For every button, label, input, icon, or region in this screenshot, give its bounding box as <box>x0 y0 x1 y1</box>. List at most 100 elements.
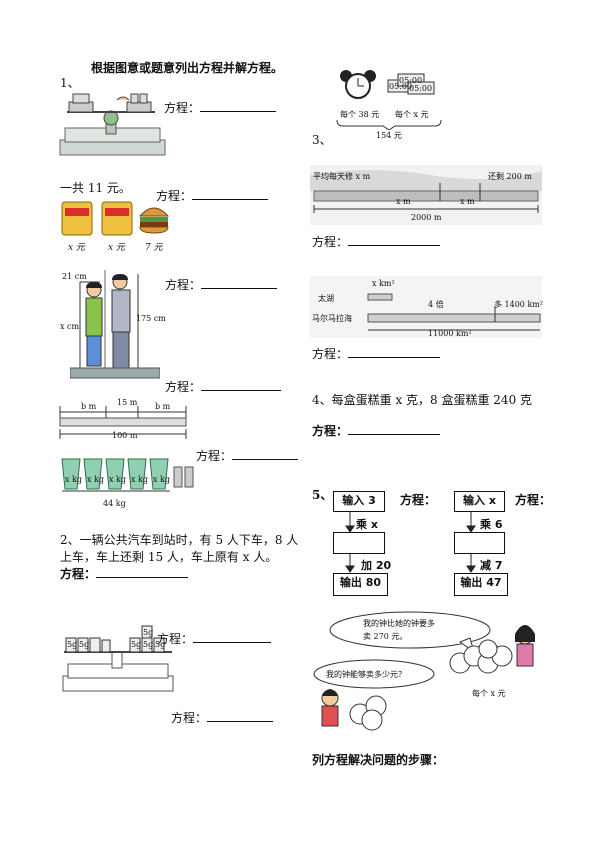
clock-price-label: 每个 x 元 <box>472 689 506 698</box>
flow-right-op1: 乘 6 <box>480 518 503 531</box>
clock-caption-2: 每个 x 元 <box>395 110 429 119</box>
q1d-answer-blank[interactable] <box>201 390 282 391</box>
q2b-equation: 方程： <box>157 630 272 647</box>
girl-speech-line1: 我的钟比她的钟要多 <box>363 619 435 628</box>
q1-number: 1、 <box>60 76 80 90</box>
weight-label-4: 5g <box>143 640 154 649</box>
snack-price-1: x 元 <box>68 243 85 253</box>
equation-label: 方程： <box>171 711 208 725</box>
flow-left-blank-box[interactable] <box>333 532 385 554</box>
weight-label-2: 5g <box>79 640 90 649</box>
q5-equation-left: 方程： <box>400 493 437 507</box>
times-label: 4 倍 <box>428 300 444 309</box>
balance-scale-illustration <box>59 93 166 156</box>
bucket-label-4: x kg <box>131 475 149 484</box>
q2c-answer-blank[interactable] <box>207 721 274 722</box>
equation-label: 方程： <box>165 278 202 292</box>
flow-right-blank-box[interactable] <box>454 532 505 554</box>
lake-total-label: 11000 km² <box>428 329 472 338</box>
q4-equation: 方程： <box>312 422 441 439</box>
q2-text-line2: 上车，车上还剩 15 人，车上原有 x 人。 <box>60 550 278 564</box>
bucket-label-2: x kg <box>87 475 105 484</box>
road-total-label: 100 m <box>112 431 138 440</box>
bucket-label-3: x kg <box>109 475 127 484</box>
buckets-illustration <box>61 458 194 492</box>
q1e-equation: 方程： <box>196 447 299 464</box>
q3a-answer-blank[interactable] <box>348 245 441 246</box>
weight-label-1: 5g <box>67 640 78 649</box>
equation-label: 方程： <box>312 347 349 361</box>
flow-left-output: 输出 80 <box>333 573 388 596</box>
q1c-answer-blank[interactable] <box>201 288 278 289</box>
steps-title: 列方程解决问题的步骤： <box>312 753 445 767</box>
taihu-label: 太湖 <box>318 294 334 303</box>
equation-label: 方程： <box>156 189 193 203</box>
height-comparison-illustration <box>70 270 160 379</box>
flow-right-op2: 减 7 <box>480 559 503 572</box>
equation-label: 方程： <box>312 235 349 249</box>
q2-equation: 方程： <box>60 565 189 582</box>
more-area-label: 多 1400 km² <box>494 300 544 309</box>
weight-label-6: 5g <box>143 628 154 637</box>
q2-text-line1: 2、一辆公共汽车到站时，有 5 人下车，8 人 <box>60 533 299 547</box>
bucket-label-5: x kg <box>153 475 171 484</box>
maerma-label: 马尔马拉海 <box>312 314 352 323</box>
bucket-total-label: 44 kg <box>103 499 126 508</box>
clocks-illustration <box>340 70 435 99</box>
flowchart-connectors <box>345 512 476 573</box>
q5-equation-right: 方程： <box>515 493 552 507</box>
bucket-label-1: x kg <box>65 475 83 484</box>
q2-answer-blank[interactable] <box>96 577 189 578</box>
q5-number: 5、 <box>312 488 333 502</box>
equation-label: 方程： <box>196 449 233 463</box>
boy-speech: 我的钟能够卖多少元？ <box>326 670 406 679</box>
road-seg3-label: b m <box>155 402 171 411</box>
q3-number: 3、 <box>312 133 332 147</box>
road-construction-diagram <box>310 165 542 225</box>
flow-left-op2: 加 20 <box>361 559 392 572</box>
girl-speech-line2: 卖 270 元。 <box>363 632 408 641</box>
equation-label: 方程： <box>165 380 202 394</box>
q1b-equation: 方程： <box>156 187 269 204</box>
equation-label: 方程： <box>164 101 201 115</box>
page-title: 根据图意或题意列出方程并解方程。 <box>91 61 284 75</box>
road-daily-label: 平均每天修 x m <box>313 172 371 181</box>
weight-label-5: 5g <box>155 640 166 649</box>
balance-scale-2-illustration <box>62 625 174 692</box>
q3b-answer-blank[interactable] <box>348 357 441 358</box>
q1d-equation: 方程： <box>165 378 282 395</box>
q1a-equation: 方程： <box>164 99 277 116</box>
child-height-label: x cm <box>60 322 80 331</box>
flow-left-op1: 乘 x <box>356 518 378 531</box>
equation-label: 方程： <box>157 632 194 646</box>
q1a-answer-blank[interactable] <box>200 111 277 112</box>
snacks-illustration <box>61 201 170 236</box>
snack-price-2: x 元 <box>108 243 125 253</box>
q1c-equation: 方程： <box>165 276 278 293</box>
q4-answer-blank[interactable] <box>348 434 441 435</box>
q1e-answer-blank[interactable] <box>232 459 299 460</box>
snack-price-3: 7 元 <box>145 243 163 253</box>
road-seg2-label: 15 m <box>117 398 138 407</box>
equation-label: 方程： <box>60 567 97 581</box>
adult-height-label: 175 cm <box>136 314 166 323</box>
road-total-2000: 2000 m <box>411 213 442 222</box>
flow-right-input: 输入 x <box>454 491 505 512</box>
equation-label: 方程： <box>312 424 349 438</box>
q2b-answer-blank[interactable] <box>193 642 272 643</box>
taihu-area-label: x km² <box>372 279 395 288</box>
road-seg1-label: b m <box>81 402 97 411</box>
clock-total-bracket <box>336 119 442 130</box>
clock-display-3: 05:00 <box>409 84 433 93</box>
q3a-equation: 方程： <box>312 233 441 250</box>
road-seg-x1: x m <box>396 197 411 206</box>
height-diff-label: 21 cm <box>62 272 87 281</box>
road-segment-diagram <box>59 406 187 439</box>
q3b-equation: 方程： <box>312 345 441 362</box>
road-remain-label: 还剩 200 m <box>488 172 532 181</box>
clock-display-1: 05:00 <box>389 82 413 91</box>
q1b-answer-blank[interactable] <box>192 199 269 200</box>
q1b-total-text: 一共 11 元。 <box>60 181 131 195</box>
clock-caption-1: 每个 38 元 <box>340 110 380 119</box>
weight-label-3: 5g <box>131 640 142 649</box>
